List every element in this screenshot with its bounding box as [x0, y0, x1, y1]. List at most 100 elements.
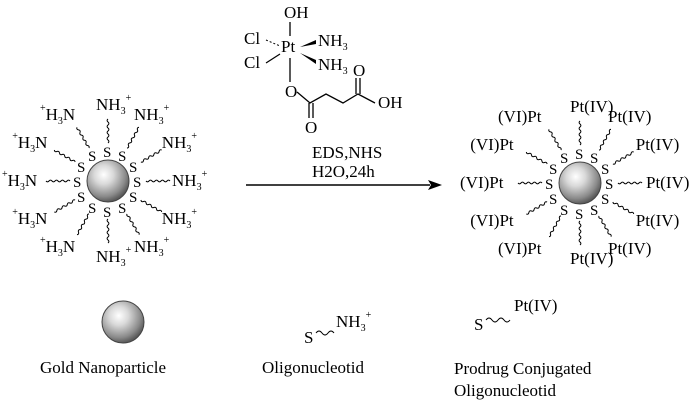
thiol-sulfur: S: [73, 175, 81, 191]
terminal-platinum-prodrug: (VI)Pt: [460, 173, 504, 192]
succinate-chain: [296, 91, 376, 104]
terminal-platinum-prodrug: Pt(IV): [636, 211, 679, 230]
legend-oligo-linker: [315, 330, 335, 336]
reaction-arrow-head: [428, 180, 442, 190]
thiol-sulfur: S: [88, 201, 96, 217]
thiol-sulfur: S: [129, 160, 137, 176]
pt-ammine-2: NH3: [318, 55, 348, 77]
thiol-sulfur: S: [545, 177, 553, 193]
oligo-linker: [76, 213, 90, 236]
legend: Gold Nanoparticle S NH3+ Oligonucleotid …: [40, 296, 592, 400]
pt-ammine-1: NH3: [318, 31, 348, 53]
oligo-linker: [140, 149, 162, 163]
oligo-linker: [598, 128, 612, 151]
pt-hydroxo-label: OH: [284, 3, 309, 22]
terminal-platinum-prodrug: (VI)Pt: [498, 107, 542, 126]
thiol-sulfur: S: [601, 162, 609, 178]
oligo-linker: [612, 151, 634, 165]
terminal-amine: +H3N: [12, 131, 47, 155]
oligo-linker: [548, 129, 562, 151]
terminal-amine: NH3+: [134, 235, 170, 259]
pt-chloride-2: Cl: [244, 53, 260, 72]
prodrug-conjugated-nanoparticle: S Pt(IV) S Pt(IV) S Pt(IV) S Pt(IV) S Pt(IV) S Pt(I…: [460, 97, 689, 268]
thiol-sulfur: S: [601, 192, 609, 208]
legend-oligo-label: Oligonucleotid: [262, 358, 364, 377]
pt-nh3-wedge-2: [300, 53, 316, 64]
pt-chloride-1: Cl: [244, 29, 260, 48]
legend-gold-sphere: [101, 300, 145, 344]
carbonyl-oxygen-1: O: [305, 118, 317, 137]
terminal-platinum-prodrug: Pt(IV): [570, 249, 613, 268]
thiol-sulfur: S: [560, 151, 568, 167]
thiol-sulfur: S: [88, 149, 96, 165]
terminal-amine: NH3+: [134, 103, 170, 127]
ester-oxygen: O: [285, 82, 297, 101]
thiol-sulfur: S: [590, 203, 598, 219]
oligo-linker: [54, 199, 76, 213]
terminal-amine: +H3N: [2, 169, 37, 193]
thiol-sulfur: S: [549, 192, 557, 208]
thiol-sulfur: S: [118, 201, 126, 217]
oligo-linker: [617, 181, 643, 185]
oligo-linker: [578, 120, 582, 146]
oligo-linker: [612, 201, 635, 215]
oligo-linker: [53, 149, 76, 163]
oligo-linker: [578, 220, 582, 246]
oligo-linker: [126, 213, 140, 235]
oligo-linker: [525, 151, 548, 165]
legend-prodrug-pt: Pt(IV): [514, 296, 557, 315]
thiol-sulfur: S: [605, 177, 613, 193]
conditions-line-2: H2O,24h: [312, 162, 375, 181]
terminal-amine: +H3N: [12, 207, 47, 231]
terminal-platinum-prodrug: (VI)Pt: [470, 135, 514, 154]
legend-prodrug-linker: [485, 317, 511, 323]
legend-gold-label: Gold Nanoparticle: [40, 358, 166, 377]
thiol-sulfur: S: [549, 162, 557, 178]
legend-oligo-amine: NH3+: [336, 310, 372, 334]
terminal-platinum-prodrug: Pt(IV): [570, 97, 613, 116]
pt-center-label: Pt: [281, 37, 295, 56]
thiol-sulfur: S: [118, 149, 126, 165]
thiol-sulfur: S: [77, 190, 85, 206]
legend-prodrug-label-2: Oligonucleotid: [454, 381, 556, 400]
oligo-linker: [76, 127, 90, 149]
terminal-amine: +H3N: [40, 103, 75, 127]
oligo-linker: [145, 179, 171, 183]
oligo-linker: [126, 126, 140, 149]
gold-nanoparticle-core: [558, 161, 602, 205]
terminal-amine: NH3+: [172, 169, 208, 193]
pt-nh3-wedge-1: [300, 40, 316, 47]
reaction-arrow-group: EDS,NHS H2O,24h: [246, 143, 442, 190]
thiol-sulfur: S: [560, 203, 568, 219]
acid-hydroxyl: OH: [378, 93, 403, 112]
legend-prodrug-label-1: Prodrug Conjugated: [454, 359, 592, 378]
terminal-platinum-prodrug: Pt(IV): [608, 239, 651, 258]
oligo-linker: [548, 215, 562, 238]
thiol-sulfur: S: [133, 175, 141, 191]
thiol-sulfur: S: [575, 207, 583, 223]
oligo-linker: [517, 181, 543, 185]
oligo-linker: [45, 179, 71, 183]
terminal-amine: NH3+: [96, 245, 132, 269]
terminal-amine: NH3+: [96, 93, 132, 117]
terminal-amine: NH3+: [162, 207, 198, 231]
oligo-linker: [106, 118, 110, 144]
oligo-linker: [106, 218, 110, 244]
terminal-platinum-prodrug: Pt(IV): [646, 173, 689, 192]
amine-functionalized-nanoparticle: S NH3+ S NH3+ S NH3+ S NH3+ S NH3+ S NH3+ S NH3+ S +H3N…: [2, 93, 208, 269]
terminal-platinum-prodrug: Pt(IV): [636, 135, 679, 154]
pt-complex-reagent: OH Cl Cl Pt NH3 NH3 O O O OH: [244, 3, 403, 137]
thiol-sulfur: S: [575, 147, 583, 163]
thiol-sulfur: S: [103, 145, 111, 161]
legend-prodrug-s: S: [474, 315, 483, 334]
pt-cl-bond-2: [265, 53, 281, 64]
thiol-sulfur: S: [103, 205, 111, 221]
oligo-linker: [598, 215, 612, 237]
terminal-amine: +H3N: [40, 235, 75, 259]
terminal-platinum-prodrug: Pt(IV): [608, 107, 651, 126]
thiol-sulfur: S: [590, 151, 598, 167]
terminal-amine: NH3+: [162, 131, 198, 155]
oligo-linker: [526, 201, 548, 215]
